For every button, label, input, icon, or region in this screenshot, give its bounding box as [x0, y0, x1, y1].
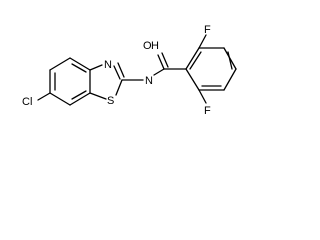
bond-c2-s	[115, 79, 123, 96]
atom-fluorine-bottom: F	[204, 105, 211, 117]
bond-c-cl	[37, 92, 51, 101]
bond-c-f-bottom	[198, 89, 207, 104]
bond-c-f-top	[198, 34, 207, 49]
atom-fluorine-top: F	[204, 24, 211, 36]
bond-phenyl-6	[185, 68, 200, 91]
bond-co-double-b	[161, 52, 169, 68]
bond-phenyl-inner-1	[189, 51, 202, 70]
molecule-structure-diagram: Cl N S N O H F F	[22, 24, 237, 117]
bond-phenyl-1	[185, 47, 200, 70]
bond-n-c2-double-a	[113, 65, 121, 80]
bond-n-c2-double-b	[117, 62, 125, 78]
atom-sulfur: S	[107, 95, 114, 107]
bond-phenyl-4	[223, 68, 237, 91]
atom-oxygen: O	[143, 40, 152, 52]
bond-n-carbonyl	[153, 68, 165, 76]
bond-benzo-3	[69, 92, 91, 106]
bond-benzo-6	[49, 57, 71, 71]
bond-benzo-5	[69, 57, 91, 71]
atom-nitrogen-ring: N	[104, 59, 112, 71]
bond-c-n-thiazole	[89, 64, 103, 71]
bond-benzo-inner-3	[71, 63, 87, 73]
bond-benzo-inner-2	[71, 90, 87, 100]
atom-nitrogen-amide: N	[145, 75, 153, 87]
bond-phenyl-inner-2	[227, 51, 233, 70]
bond-benzo-2	[49, 92, 71, 106]
atom-chlorine: Cl	[22, 96, 32, 108]
bond-s-c	[89, 92, 107, 100]
atom-hydrogen: H	[151, 40, 159, 52]
bond-co-double-a	[157, 54, 165, 70]
